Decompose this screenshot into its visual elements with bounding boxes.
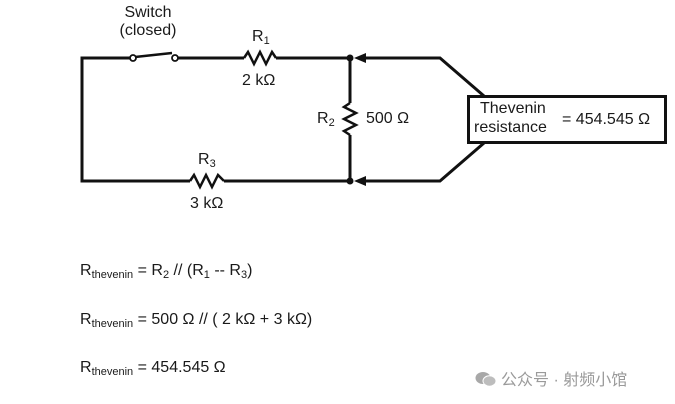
equation-2: Rthevenin = 500 Ω // ( 2 kΩ + 3 kΩ) <box>80 311 313 330</box>
thevenin-box-line1: Thevenin <box>480 100 546 117</box>
thevenin-box-value: = 454.545 Ω <box>562 111 651 128</box>
thevenin-box-line2: resistance <box>474 119 547 136</box>
probe-lead-top <box>362 56 485 98</box>
equation-1: Rthevenin = R2 // (R1 -- R3) <box>80 262 253 281</box>
watermark-text: 公众号 · 射频小馆 <box>501 372 628 389</box>
thevenin-resistance-box: Thevenin resistance = 454.545 Ω <box>467 95 667 144</box>
r3-value: 3 kΩ <box>190 195 224 212</box>
wire-left <box>80 56 190 183</box>
watermark: 公众号 · 射频小馆 <box>475 366 627 390</box>
r2-label: R2 <box>317 110 335 129</box>
switch-lever <box>134 51 173 59</box>
r1-value: 2 kΩ <box>242 72 276 89</box>
switch-label-line2: (closed) <box>119 22 177 39</box>
r2-value: 500 Ω <box>366 110 410 127</box>
switch-label-line1: Switch <box>124 4 172 21</box>
r3-label: R3 <box>198 151 216 170</box>
equation-3: Rthevenin = 454.545 Ω <box>80 359 226 378</box>
probe-lead-bottom <box>362 141 485 183</box>
switch-contact-right <box>171 54 179 62</box>
resistor-r3 <box>188 172 225 190</box>
switch-label: Switch (closed) <box>112 4 184 40</box>
resistor-r1 <box>242 49 278 67</box>
junction-dot-bottom <box>346 177 354 185</box>
arrow-bottom <box>354 176 366 186</box>
wechat-icon <box>475 372 497 387</box>
r1-label: R1 <box>252 28 270 47</box>
junction-dot-top <box>346 54 354 62</box>
resistor-r2 <box>341 101 359 137</box>
arrow-top <box>354 53 366 63</box>
switch-contact-left <box>129 54 137 62</box>
